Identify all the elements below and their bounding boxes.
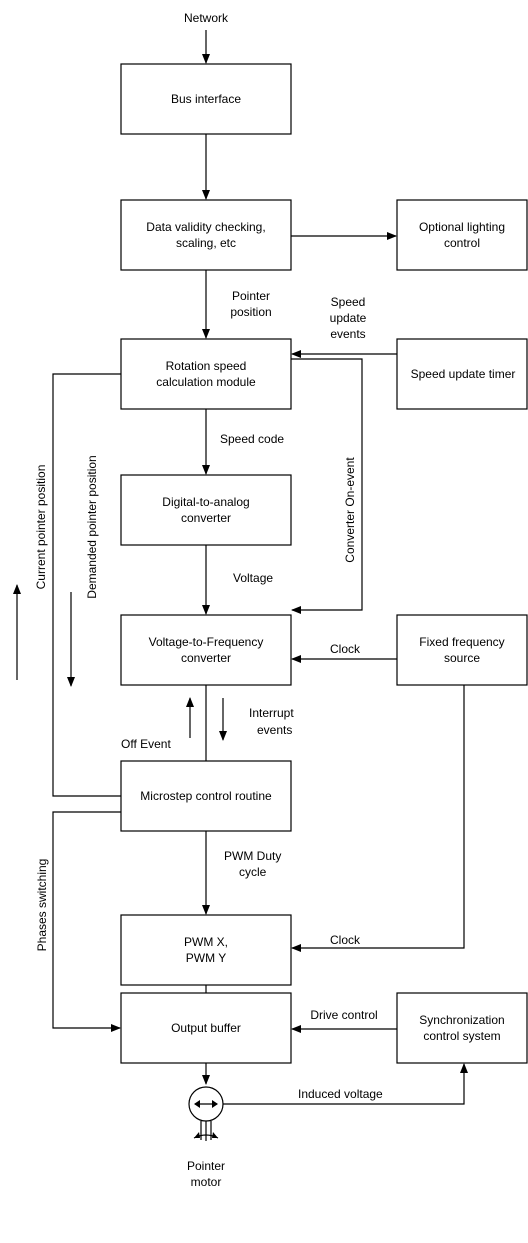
converter-on-event-line xyxy=(291,358,363,614)
sync-control-box: Synchronization control system xyxy=(396,992,528,1064)
data-validity-line1: Data validity checking, xyxy=(146,220,265,234)
drive-control-label: Drive control xyxy=(310,1008,377,1022)
phases-switching-label: Phases switching xyxy=(35,859,49,952)
pointer-motor-line1: Pointer xyxy=(187,1159,225,1173)
rotation-speed-box: Rotation speed calculation module xyxy=(120,338,292,410)
current-pointer-position-label: Current pointer position xyxy=(34,465,48,590)
data-validity-box: Data validity checking, scaling, etc xyxy=(120,199,292,271)
pwm-duty-cycle-line1: PWM Duty xyxy=(224,849,281,863)
vfc-box: Voltage-to-Frequency converter xyxy=(120,614,292,686)
phases-switching-line xyxy=(52,811,121,1032)
network-label: Network xyxy=(184,11,229,25)
speed-code-label: Speed code xyxy=(220,432,284,446)
optional-lighting-line1: Optional lighting xyxy=(419,220,505,234)
speed-update-timer-box: Speed update timer xyxy=(396,338,528,410)
vfc-line2: converter xyxy=(181,651,231,665)
speed-update-events-line1: Speed xyxy=(331,295,366,309)
rotation-speed-line1: Rotation speed xyxy=(166,359,247,373)
bus-interface-label: Bus interface xyxy=(171,92,241,106)
optional-lighting-box: Optional lighting control xyxy=(396,199,528,271)
off-event-label: Off Event xyxy=(121,737,171,751)
pwm-duty-cycle-line2: cycle xyxy=(239,865,267,879)
demanded-pointer-position-label: Demanded pointer position xyxy=(85,455,99,598)
dac-line1: Digital-to-analog xyxy=(162,495,249,509)
motor-icon xyxy=(188,1086,224,1141)
sync-control-line1: Synchronization xyxy=(419,1013,504,1027)
pwm-line2: PWM Y xyxy=(186,951,226,965)
interrupt-events-line2: events xyxy=(257,723,292,737)
microstep-box: Microstep control routine xyxy=(120,760,292,832)
sync-control-line2: control system xyxy=(423,1029,500,1043)
pwm-line1: PWM X, xyxy=(184,935,228,949)
speed-update-events-line3: events xyxy=(330,327,365,341)
voltage-label: Voltage xyxy=(233,571,273,585)
clock-to-pwm-line xyxy=(291,685,465,952)
speed-update-events-line2: update xyxy=(330,311,367,325)
rotation-speed-line2: calculation module xyxy=(156,375,256,389)
fixed-frequency-box: Fixed frequency source xyxy=(396,614,528,686)
pointer-motor-line2: motor xyxy=(191,1175,222,1189)
clock-pwm-label: Clock xyxy=(330,933,361,947)
fixed-frequency-line1: Fixed frequency xyxy=(419,635,504,649)
optional-lighting-line2: control xyxy=(444,236,480,250)
output-buffer-label: Output buffer xyxy=(171,1021,241,1035)
current-pointer-feedback-line xyxy=(52,373,121,797)
vfc-line1: Voltage-to-Frequency xyxy=(149,635,264,649)
microstep-label: Microstep control routine xyxy=(140,789,272,803)
pointer-position-line1: Pointer xyxy=(232,289,270,303)
clock-vfc-label: Clock xyxy=(330,642,361,656)
dac-box: Digital-to-analog converter xyxy=(120,474,292,546)
data-validity-line2: scaling, etc xyxy=(176,236,236,250)
speed-update-timer-label: Speed update timer xyxy=(411,367,516,381)
interrupt-events-line1: Interrupt xyxy=(249,706,294,720)
converter-on-event-label: Converter On-event xyxy=(343,457,357,563)
induced-voltage-label: Induced voltage xyxy=(298,1087,383,1101)
bus-interface-box: Bus interface xyxy=(120,63,292,135)
dac-line2: converter xyxy=(181,511,231,525)
output-buffer-box: Output buffer xyxy=(120,992,292,1064)
induced-voltage-line xyxy=(223,1063,468,1105)
pwm-box: PWM X, PWM Y xyxy=(120,914,292,986)
pointer-position-line2: position xyxy=(230,305,271,319)
fixed-frequency-line2: source xyxy=(444,651,480,665)
